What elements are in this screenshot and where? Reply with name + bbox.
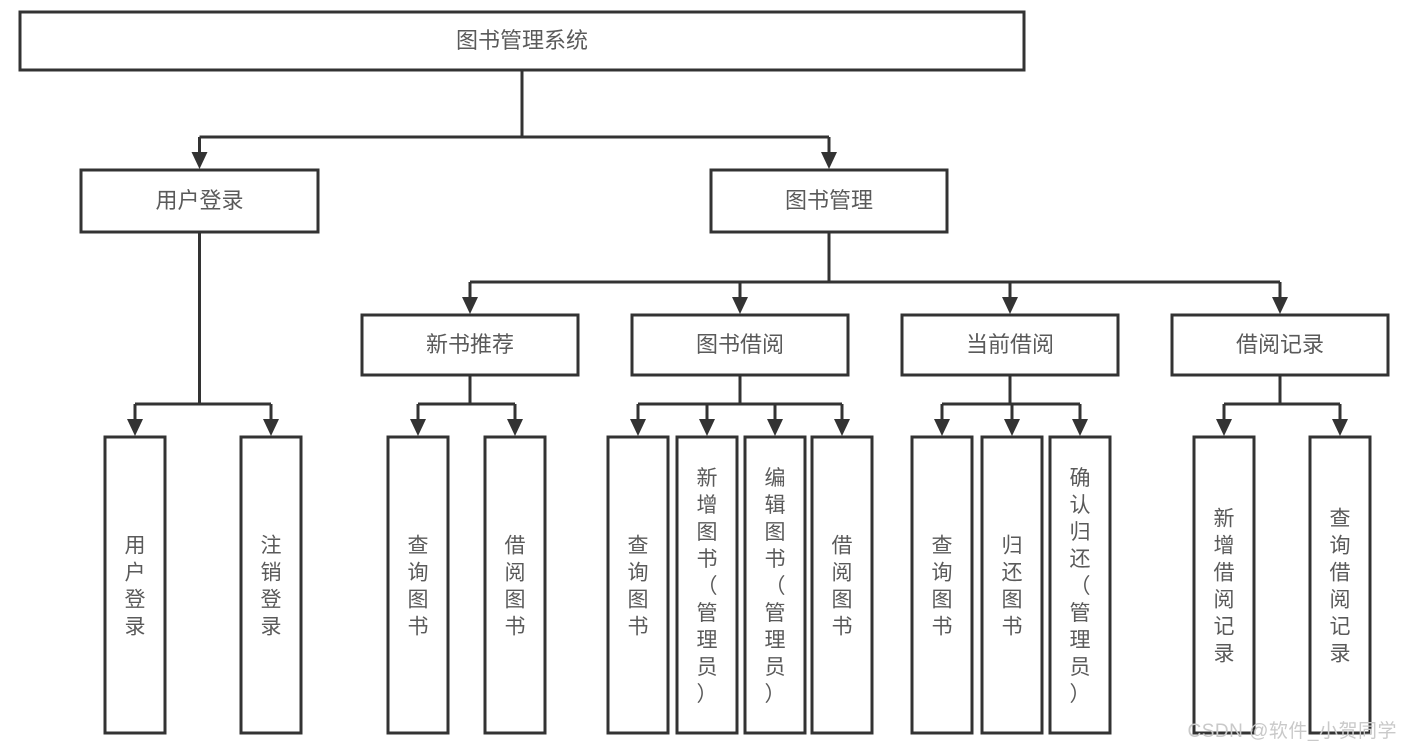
node-box-leaf_7 <box>810 435 874 735</box>
node-leaf_7[interactable]: 借阅图书 <box>810 435 874 735</box>
node-l2_1[interactable]: 图书管理 <box>709 168 949 234</box>
arrow-head-5-2 <box>1072 419 1088 436</box>
node-label-l3_2: 当前借阅 <box>966 332 1054 357</box>
node-label-l3_0: 新书推荐 <box>426 332 514 357</box>
node-leaf_10[interactable]: 确认归还（管理员） <box>1048 435 1112 735</box>
node-box-l2_1 <box>709 168 949 234</box>
node-box-leaf_0 <box>103 435 167 735</box>
arrow-head-5-1 <box>1004 419 1020 436</box>
arrow-head-3-0 <box>410 419 426 436</box>
arrow-head-0-0 <box>191 152 208 169</box>
node-l3_1[interactable]: 图书借阅 <box>630 313 850 377</box>
node-leaf_4[interactable]: 查询图书 <box>606 435 670 735</box>
arrow-head-4-2 <box>767 419 783 436</box>
node-box-leaf_3 <box>483 435 547 735</box>
node-box-l3_1 <box>630 313 850 377</box>
arrow-head-4-1 <box>699 419 715 436</box>
node-label-l2_1: 图书管理 <box>785 188 873 213</box>
node-leaf_9[interactable]: 归还图书 <box>980 435 1044 735</box>
arrow-head-2-0 <box>462 297 478 314</box>
node-box-l3_2 <box>900 313 1120 377</box>
node-leaf_0[interactable]: 用户登录 <box>103 435 167 735</box>
node-leaf_2[interactable]: 查询图书 <box>386 435 450 735</box>
node-box-leaf_11 <box>1192 435 1256 735</box>
node-label-root: 图书管理系统 <box>456 28 588 53</box>
arrow-head-2-3 <box>1272 297 1288 314</box>
node-box-leaf_6 <box>743 435 807 735</box>
node-box-leaf_5 <box>675 435 739 735</box>
node-label-leaf_12: 查询借阅记录 <box>1330 507 1351 665</box>
arrow-head-3-1 <box>507 419 523 436</box>
node-box-leaf_10 <box>1048 435 1112 735</box>
node-label-leaf_4: 查询图书 <box>628 534 649 638</box>
node-label-l2_0: 用户登录 <box>155 188 243 213</box>
node-leaf_12[interactable]: 查询借阅记录 <box>1308 435 1372 735</box>
node-box-root <box>18 10 1026 72</box>
node-box-leaf_8 <box>910 435 974 735</box>
arrow-head-1-1 <box>263 419 279 436</box>
node-label-leaf_8: 查询图书 <box>932 534 953 638</box>
node-label-leaf_1: 注销登录 <box>261 534 282 638</box>
arrow-head-5-0 <box>934 419 950 436</box>
node-l3_2[interactable]: 当前借阅 <box>900 313 1120 377</box>
node-box-leaf_4 <box>606 435 670 735</box>
node-leaf_3[interactable]: 借阅图书 <box>483 435 547 735</box>
node-box-l2_0 <box>79 168 320 234</box>
node-l2_0[interactable]: 用户登录 <box>79 168 320 234</box>
node-box-leaf_1 <box>239 435 303 735</box>
node-label-leaf_2: 查询图书 <box>408 534 429 638</box>
node-leaf_1[interactable]: 注销登录 <box>239 435 303 735</box>
node-box-l3_3 <box>1170 313 1390 377</box>
node-box-leaf_2 <box>386 435 450 735</box>
node-leaf_5[interactable]: 新增图书（管理员） <box>675 435 739 735</box>
connector-layer <box>127 70 1348 436</box>
node-leaf_11[interactable]: 新增借阅记录 <box>1192 435 1256 735</box>
node-l3_3[interactable]: 借阅记录 <box>1170 313 1390 377</box>
node-label-l3_3: 借阅记录 <box>1236 332 1324 357</box>
arrow-head-2-1 <box>732 297 748 314</box>
arrow-head-6-0 <box>1216 419 1232 436</box>
node-label-leaf_11: 新增借阅记录 <box>1214 507 1235 665</box>
node-box-leaf_9 <box>980 435 1044 735</box>
node-label-leaf_10: 确认归还（管理员） <box>1070 467 1091 706</box>
node-box-leaf_12 <box>1308 435 1372 735</box>
node-leaf_6[interactable]: 编辑图书（管理员） <box>743 435 807 735</box>
arrow-head-4-3 <box>834 419 850 436</box>
node-l3_0[interactable]: 新书推荐 <box>360 313 580 377</box>
node-box-l3_0 <box>360 313 580 377</box>
arrow-head-4-0 <box>630 419 646 436</box>
node-label-leaf_3: 借阅图书 <box>505 534 526 638</box>
arrow-head-0-1 <box>821 152 837 169</box>
node-leaf_8[interactable]: 查询图书 <box>910 435 974 735</box>
node-label-leaf_7: 借阅图书 <box>832 534 853 638</box>
node-label-l3_1: 图书借阅 <box>696 332 784 357</box>
node-layer: 图书管理系统用户登录图书管理新书推荐图书借阅当前借阅借阅记录用户登录注销登录查询… <box>18 10 1390 735</box>
watermark-text: CSDN @软件_小贺同学 <box>1187 721 1397 742</box>
arrow-head-2-2 <box>1002 297 1018 314</box>
node-root[interactable]: 图书管理系统 <box>18 10 1026 72</box>
node-label-leaf_0: 用户登录 <box>125 534 146 638</box>
arrow-head-6-1 <box>1332 419 1348 436</box>
node-label-leaf_6: 编辑图书（管理员） <box>765 467 786 706</box>
node-label-leaf_9: 归还图书 <box>1002 534 1023 638</box>
node-label-leaf_5: 新增图书（管理员） <box>697 467 718 706</box>
arrow-head-1-0 <box>127 419 143 436</box>
